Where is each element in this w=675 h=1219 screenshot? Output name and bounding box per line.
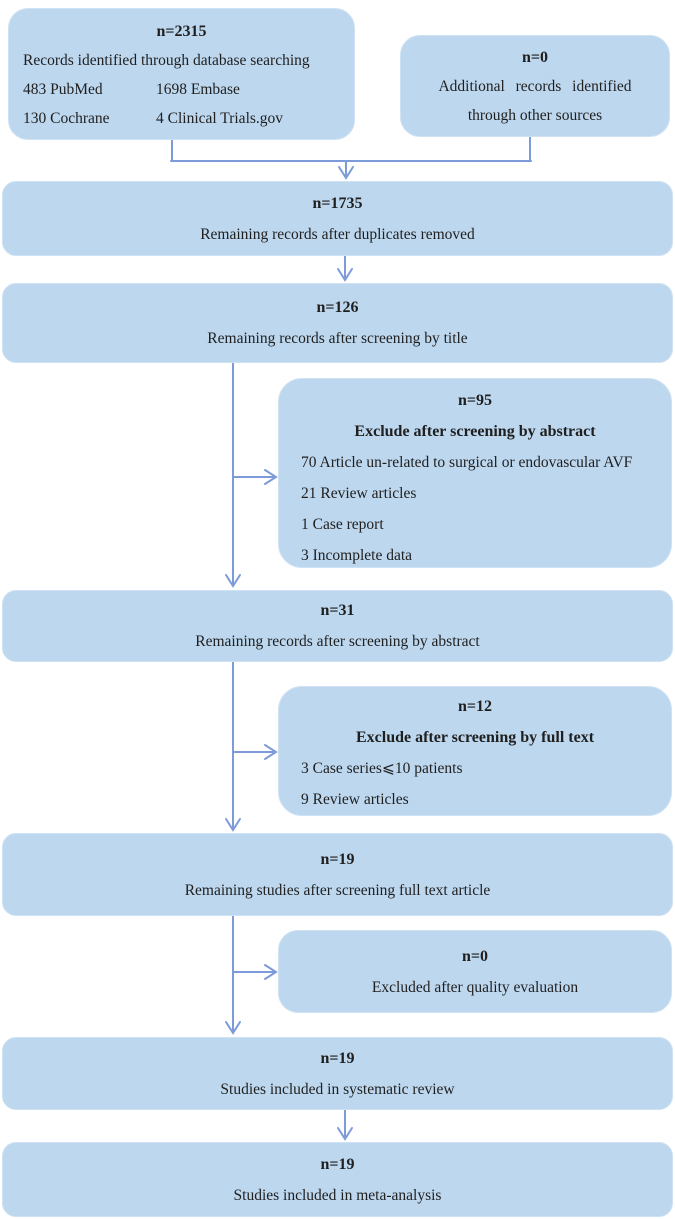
count-label: n=12: [457, 698, 492, 715]
source-item: 130 Cochrane: [23, 110, 110, 127]
source-item: 483 PubMed: [23, 81, 103, 98]
count-label: n=0: [461, 947, 488, 965]
exclusion-item: 9 Review articles: [301, 791, 409, 808]
box-title: Remaining records after duplicates remov…: [200, 225, 475, 243]
count-label: n=126: [316, 299, 359, 316]
box-records-identified: n=2315 Records identified through databa…: [8, 8, 355, 140]
count-label: n=31: [320, 602, 355, 619]
exclusion-item: 3 Incomplete data: [301, 547, 413, 564]
source-item: 1698 Embase: [156, 81, 240, 98]
box-title: Remaining records after screening by tit…: [207, 330, 468, 347]
box-title-line1: Additional records identified: [438, 77, 632, 95]
box-after-duplicates-removed: n=1735 Remaining records after duplicate…: [2, 181, 673, 256]
arrow-duplicates-to-title: [337, 255, 353, 282]
box-title: Records identified through database sear…: [23, 52, 310, 69]
exclusion-header: Exclude after screening by abstract: [354, 423, 596, 440]
count-label: n=19: [320, 1049, 355, 1067]
box-title: Studies included in meta-analysis: [233, 1186, 442, 1204]
box-excluded-by-abstract: n=95 Exclude after screening by abstract…: [278, 378, 672, 568]
exclusion-item: 21 Review articles: [301, 485, 417, 502]
box-excluded-quality-evaluation: n=0 Excluded after quality evaluation: [278, 930, 672, 1013]
source-item: 4 Clinical Trials.gov: [156, 110, 284, 127]
arrow-branch-abstract-exclude: [232, 469, 278, 485]
box-included-meta-analysis: n=19 Studies included in meta-analysis: [2, 1142, 673, 1217]
box-title: Remaining records after screening by abs…: [195, 633, 480, 650]
count-label: n=0: [521, 48, 548, 66]
arrow-abstract-to-fulltext: [225, 661, 241, 832]
box-after-fulltext-screening: n=19 Remaining studies after screening f…: [2, 833, 673, 916]
box-title-line2: through other sources: [467, 106, 603, 124]
box-title: Remaining studies after screening full t…: [184, 881, 491, 899]
box-after-title-screening: n=126 Remaining records after screening …: [2, 283, 673, 363]
source-list: 483 PubMed 1698 Embase 130 Cochrane 4 Cl…: [23, 75, 340, 133]
arrow-branch-fulltext-exclude: [232, 744, 278, 760]
box-additional-records: n=0 Additional records identified throug…: [400, 35, 670, 137]
box-included-systematic-review: n=19 Studies included in systematic revi…: [2, 1037, 673, 1110]
arrow-systematic-to-meta: [337, 1109, 353, 1141]
box-excluded-by-fulltext: n=12 Exclude after screening by full tex…: [278, 686, 672, 816]
count-label: n=95: [457, 392, 492, 409]
exclusion-item: 1 Case report: [301, 516, 384, 533]
count-label: n=19: [320, 1155, 355, 1173]
exclusion-header: Exclude after screening by full text: [355, 729, 595, 746]
count-label: n=2315: [156, 23, 207, 40]
arrow-merge-to-duplicates: [338, 160, 354, 180]
box-after-abstract-screening: n=31 Remaining records after screening b…: [2, 590, 673, 662]
box-title: Excluded after quality evaluation: [371, 978, 579, 996]
arrow-title-to-abstract: [225, 362, 241, 588]
exclusion-item: 3 Case series⩽10 patients: [301, 760, 463, 777]
exclusion-item: 70 Article un-related to surgical or end…: [301, 454, 633, 471]
arrow-branch-quality-exclude: [232, 964, 278, 980]
arrow-fulltext-to-systematic: [225, 915, 241, 1035]
count-label: n=1735: [312, 194, 363, 212]
box-title: Studies included in systematic review: [220, 1080, 455, 1098]
count-label: n=19: [320, 850, 355, 868]
